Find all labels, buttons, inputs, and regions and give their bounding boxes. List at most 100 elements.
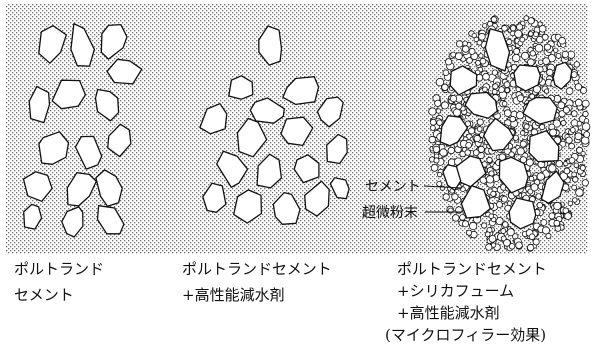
ultrafine-particle	[573, 162, 579, 168]
ultrafine-particle	[449, 95, 458, 103]
ultrafine-particle	[562, 106, 570, 114]
cement-particle-c-6	[482, 117, 515, 152]
ultrafine-pointer-label: 超微粉末	[362, 205, 418, 221]
caption-portland-superplasticizer: ポルトランドセメント +高性能減水剤	[182, 260, 332, 304]
ultrafine-particle	[455, 40, 464, 48]
ultrafine-particle	[490, 16, 498, 23]
cement-particle-c-9	[498, 156, 529, 194]
caption-portland-line-2: セメント	[14, 286, 74, 304]
ultrafine-particle	[532, 238, 540, 246]
ultrafine-particle	[542, 226, 551, 235]
ultrafine-particle	[580, 86, 588, 94]
caption-portland-line-1: ポルトランド	[14, 260, 104, 278]
ultrafine-particle	[523, 123, 530, 130]
cement-particle-b-8	[216, 150, 249, 188]
ultrafine-particle	[535, 193, 542, 200]
ultrafine-particle	[526, 243, 535, 252]
ultrafine-particle	[428, 135, 436, 144]
cement-particle-c-3	[464, 91, 498, 119]
ultrafine-particle	[573, 61, 580, 68]
cement-particle-a-11	[66, 172, 97, 207]
ultrafine-particle	[548, 164, 557, 173]
ultrafine-particle	[504, 87, 510, 93]
ultrafine-particle	[476, 39, 483, 46]
ultrafine-particle	[503, 239, 511, 247]
ultrafine-particle	[528, 233, 536, 241]
caption-psf-line-2: +シリカフューム	[397, 282, 514, 300]
cement-particle-c-2	[513, 64, 541, 92]
ultrafine-particle	[519, 130, 526, 136]
ultrafine-particle	[450, 51, 457, 58]
ultrafine-particle	[433, 157, 440, 164]
ultrafine-particle	[570, 110, 578, 117]
ultrafine-particle	[542, 57, 550, 65]
ultrafine-particle	[506, 200, 513, 206]
ultrafine-particle	[479, 57, 487, 65]
ultrafine-particle	[527, 188, 534, 195]
ultrafine-particle	[476, 118, 484, 126]
caption-psf-line-1: ポルトランドセメント	[397, 260, 547, 278]
ultrafine-particle	[488, 235, 497, 243]
ultrafine-particle	[495, 216, 504, 225]
ultrafine-particle	[576, 146, 583, 154]
caption-psf-line-3: +高性能減水剤	[397, 304, 500, 322]
ultrafine-particle	[462, 45, 470, 53]
ultrafine-particle	[581, 136, 590, 145]
cement-particle-c-11	[460, 185, 491, 219]
ultrafine-particle	[436, 119, 443, 126]
ultrafine-particle	[528, 31, 534, 37]
ultrafine-particle	[529, 50, 536, 57]
ultrafine-particle	[477, 145, 485, 153]
ultrafine-particle	[440, 101, 449, 110]
ultrafine-particle	[461, 220, 469, 228]
ultrafine-particle	[515, 111, 525, 120]
ultrafine-particle	[465, 142, 472, 149]
cement-particle-c-5	[439, 115, 469, 147]
ultrafine-particle	[500, 228, 507, 234]
cement-particle-a-12	[95, 169, 123, 207]
cement-pointer-label: セメント	[365, 179, 421, 195]
ultrafine-particle	[429, 118, 437, 126]
ultrafine-particle	[488, 213, 494, 219]
ultrafine-particle	[514, 29, 523, 38]
ultrafine-particle	[563, 167, 571, 175]
ultrafine-particle	[546, 68, 554, 77]
ultrafine-particle	[553, 201, 562, 211]
ultrafine-particle	[501, 195, 508, 203]
ultrafine-particle	[478, 32, 486, 41]
ultrafine-particle	[536, 201, 543, 209]
cement-particle-c-0	[484, 28, 511, 72]
ultrafine-particle	[510, 25, 517, 32]
ultrafine-particle	[515, 241, 523, 249]
ultrafine-particle	[472, 149, 480, 156]
ultrafine-particle	[536, 36, 544, 44]
ultrafine-particle	[516, 23, 524, 31]
ultrafine-particle	[583, 131, 591, 138]
ultrafine-particle	[454, 52, 463, 61]
ultrafine-particle	[482, 86, 488, 93]
ultrafine-particle	[519, 36, 526, 43]
cement-particle-a-10	[22, 171, 53, 202]
cement-particle-b-1	[228, 75, 254, 100]
ultrafine-particle	[574, 98, 583, 107]
cement-particle-b-11	[326, 133, 348, 165]
ultrafine-particle	[561, 50, 569, 59]
ultrafine-particle	[480, 222, 488, 229]
ultrafine-particle	[548, 212, 556, 220]
ultrafine-particle	[455, 102, 463, 110]
ultrafine-particle	[468, 127, 476, 135]
ultrafine-particle	[429, 125, 436, 131]
ultrafine-particle	[435, 77, 445, 87]
ultrafine-particle	[468, 221, 478, 231]
cement-particle-a-4	[28, 85, 51, 124]
ultrafine-particle	[490, 242, 497, 248]
ultrafine-particle	[496, 201, 503, 208]
cement-particle-b-16	[329, 177, 350, 200]
ultrafine-particle	[528, 175, 535, 182]
ultrafine-particle	[464, 149, 471, 156]
ultrafine-particle	[516, 94, 525, 102]
ultrafine-particle	[490, 190, 497, 197]
ultrafine-particle	[439, 148, 448, 157]
cement-particle-b-4	[199, 103, 228, 135]
